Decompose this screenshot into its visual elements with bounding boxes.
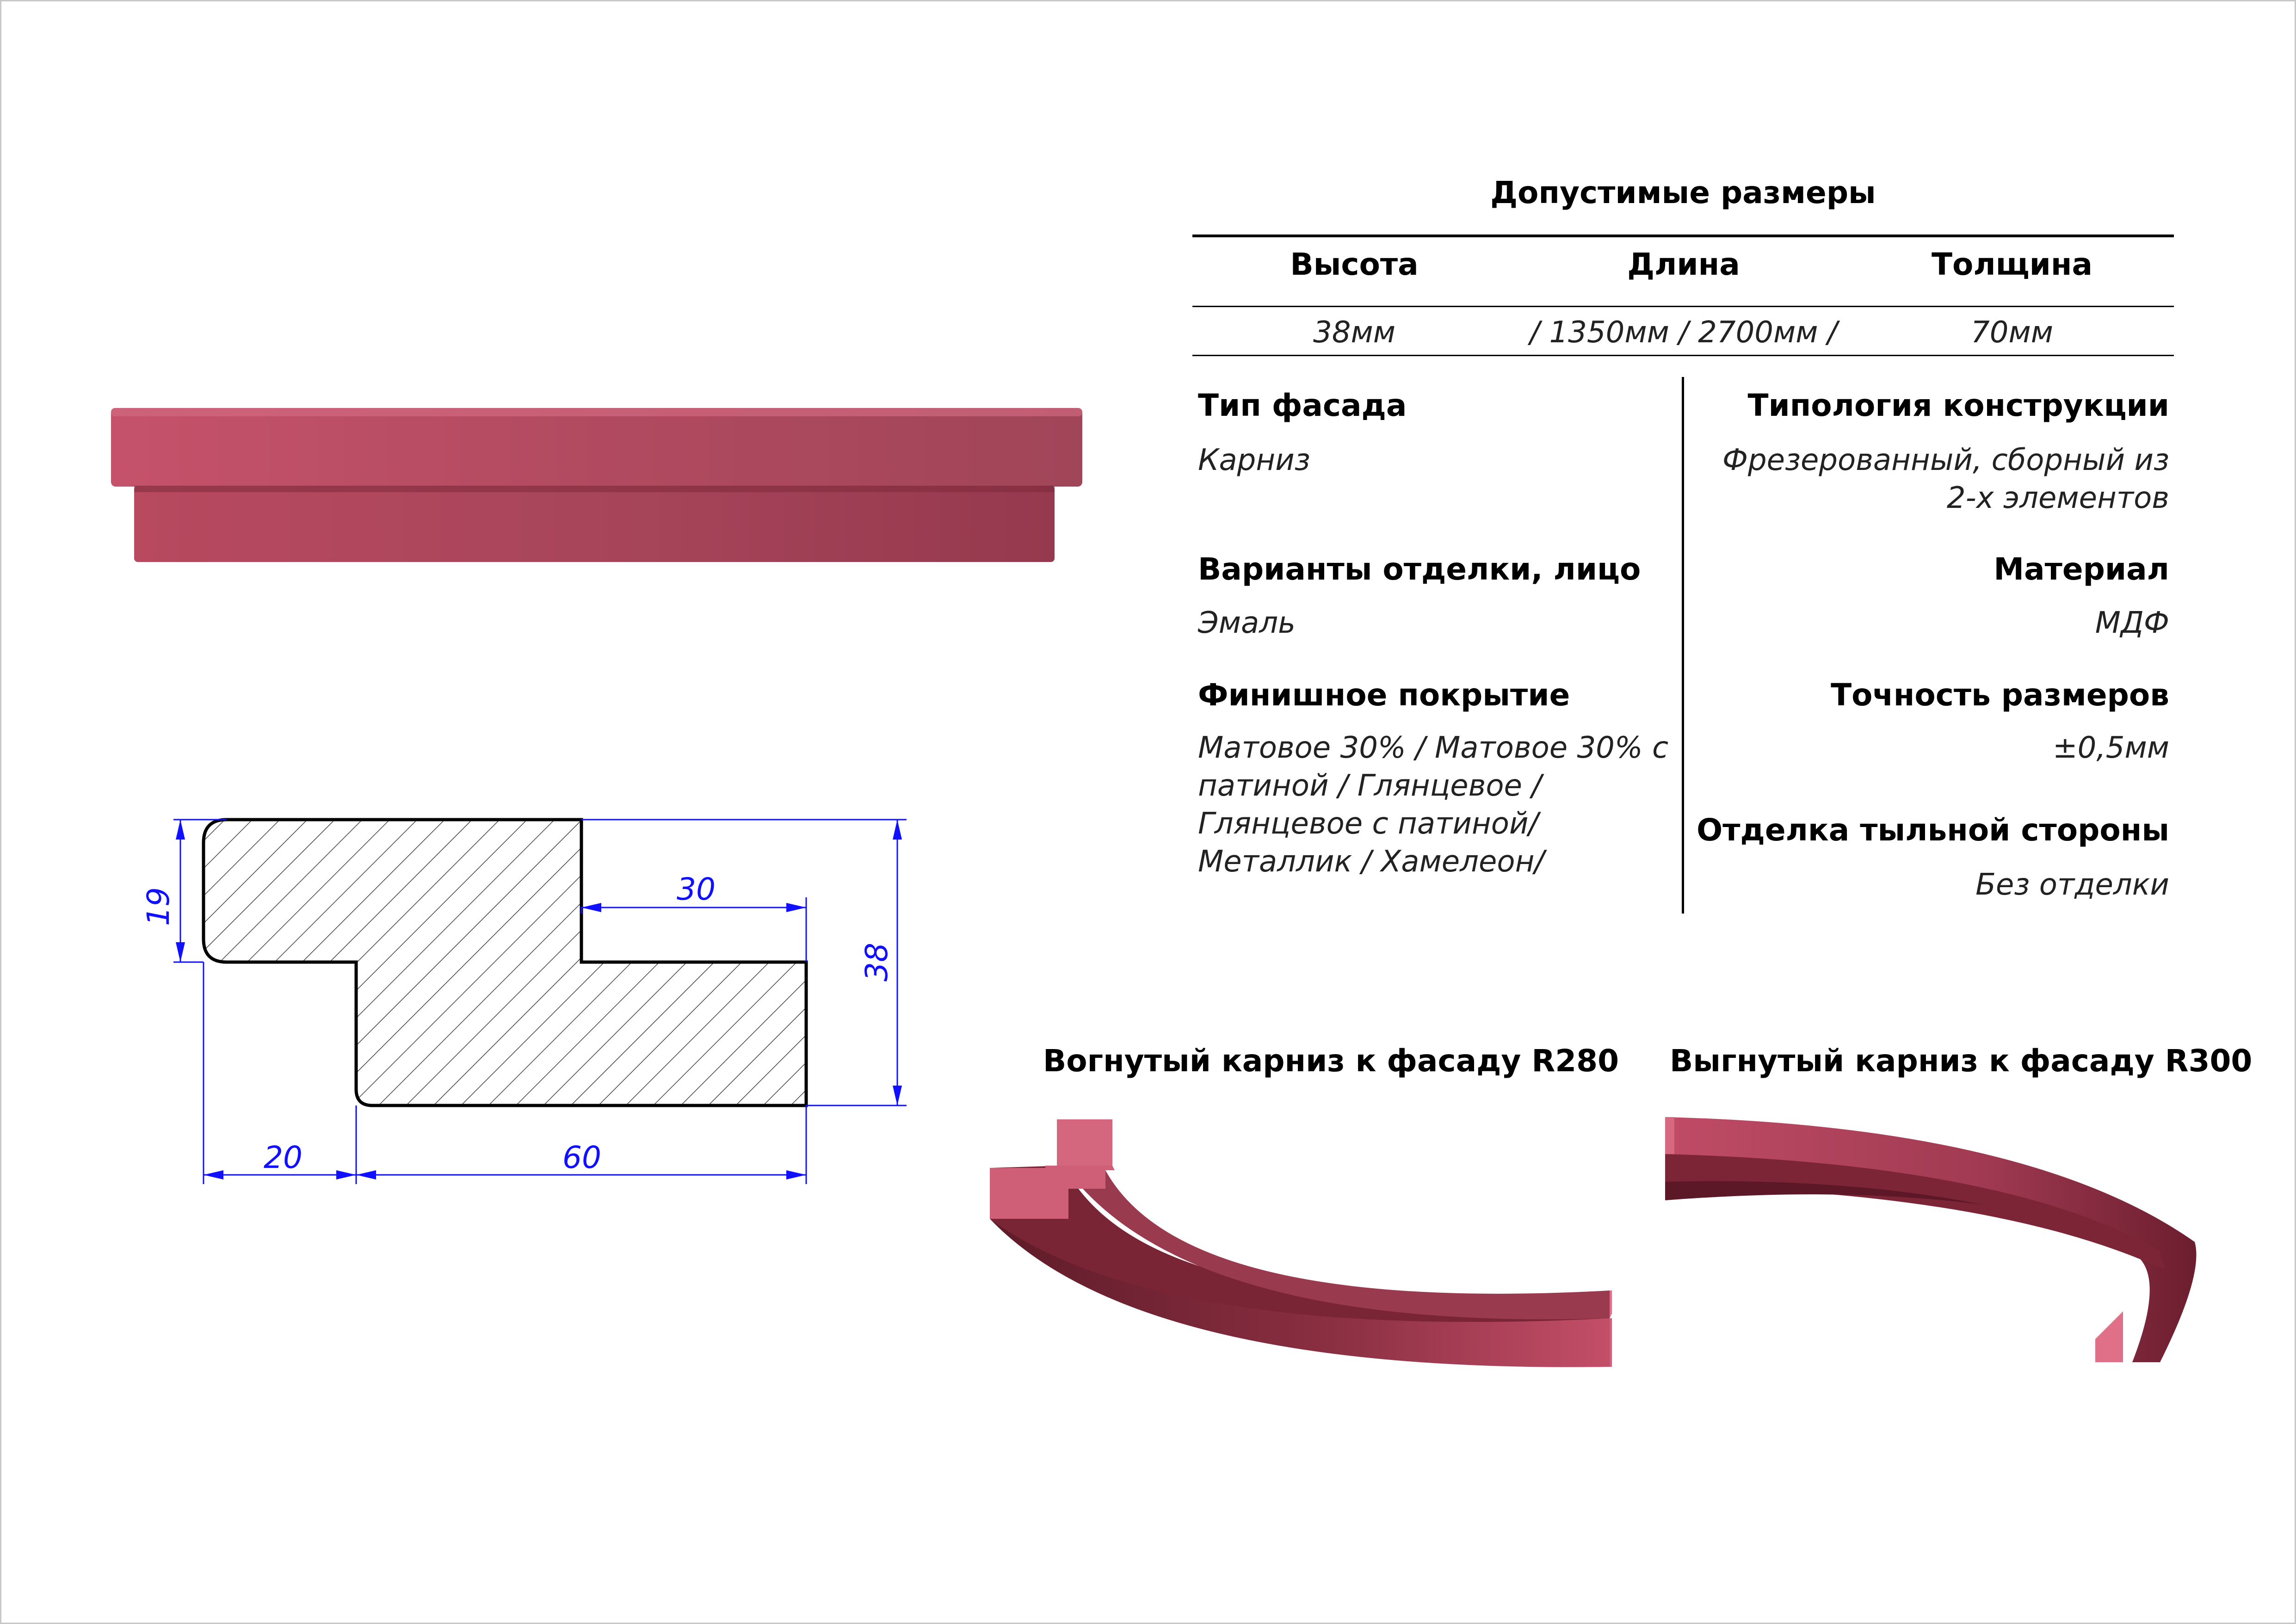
section-drawing: 19 30 38 20 60 — [141, 818, 907, 1184]
dim-20: 20 — [264, 1140, 302, 1175]
facade-type-value: Карниз — [1198, 443, 1310, 477]
dim-30: 30 — [677, 871, 716, 907]
col-value-height: 38мм — [1313, 315, 1395, 350]
col-value-length: / 1350мм / 2700мм / — [1530, 315, 1838, 350]
table-rule-mid — [1192, 306, 2174, 307]
accuracy-value: ±0,5мм — [2053, 731, 2169, 765]
accuracy-label: Точность размеров — [1831, 677, 2169, 713]
material-label: Материал — [1994, 551, 2169, 587]
coating-line-4: Металлик / Хамелеон/ — [1198, 845, 1544, 879]
coating-line-3: Глянцевое с патиной/ — [1198, 807, 1539, 841]
table-rule-top — [1192, 235, 2174, 237]
specs-divider — [1682, 377, 1684, 914]
table-rule-bottom — [1192, 355, 2174, 356]
coating-label: Финишное покрытие — [1198, 677, 1570, 713]
construction-value-line-2: 2-х элементов — [1946, 481, 2169, 515]
material-value: МДФ — [2095, 606, 2169, 640]
dim-60: 60 — [562, 1140, 601, 1175]
concave-caption: Вогнутый карниз к фасаду R280 — [1043, 1043, 1619, 1079]
coating-line-1: Матовое 30% / Матовое 30% с — [1198, 731, 1669, 765]
col-header-height: Высота — [1290, 247, 1419, 282]
back-finish-label: Отделка тыльной стороны — [1697, 812, 2169, 848]
coating-line-2: патиной / Глянцевое / — [1198, 769, 1542, 803]
construction-label: Типология конструкции — [1747, 388, 2169, 423]
finish-face-label: Варианты отделки, лицо — [1198, 551, 1641, 587]
facade-type-label: Тип фасада — [1198, 388, 1407, 423]
concave-cornice-render — [990, 1119, 1612, 1367]
col-header-length: Длина — [1627, 247, 1740, 282]
convex-caption: Выгнутый карниз к фасаду R300 — [1670, 1043, 2253, 1079]
finish-face-value: Эмаль — [1198, 606, 1296, 640]
col-header-thickness: Толщина — [1931, 247, 2093, 282]
cornice-straight-render — [111, 408, 1082, 562]
back-finish-value: Без отделки — [1975, 868, 2169, 902]
dim-19: 19 — [141, 887, 176, 926]
convex-cornice-render — [1665, 1117, 2197, 1362]
col-value-thickness: 70мм — [1971, 315, 2053, 350]
sizes-table-title: Допустимые размеры — [1490, 175, 1876, 210]
profile-section — [202, 818, 808, 1107]
construction-value-line-1: Фрезерованный, сборный из — [1722, 443, 2169, 477]
dim-38: 38 — [859, 943, 895, 982]
